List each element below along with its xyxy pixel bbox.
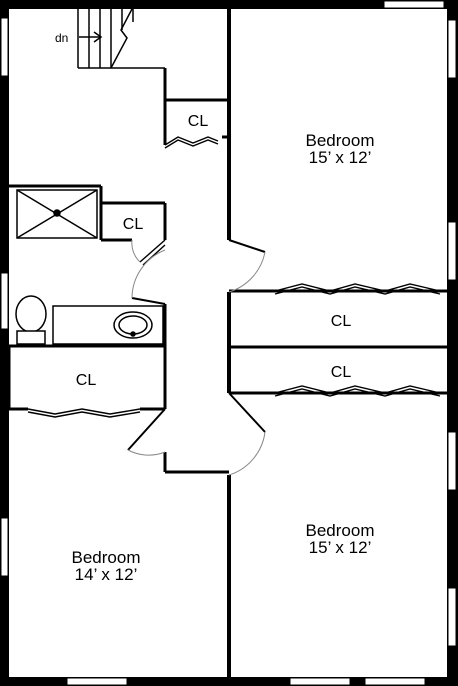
stairs bbox=[77, 8, 165, 69]
stair-direction-label: dn bbox=[55, 31, 68, 45]
room-dims-top-right: 15’ x 12’ bbox=[309, 148, 372, 167]
room-name-bottom-right: Bedroom bbox=[306, 521, 375, 540]
interior-walls bbox=[7, 9, 447, 677]
closet-label-right-lower: CL bbox=[331, 364, 352, 381]
toilet bbox=[15, 295, 47, 333]
room-name-top-right: Bedroom bbox=[306, 131, 375, 150]
closet-label-left-middle: CL bbox=[76, 372, 97, 389]
room-name-bottom-left: Bedroom bbox=[72, 548, 141, 567]
closet-doors bbox=[27, 136, 441, 418]
closet-label-right-upper: CL bbox=[331, 313, 352, 330]
bathroom-fixtures bbox=[15, 189, 164, 345]
room-dims-bottom-left: 14’ x 12’ bbox=[75, 565, 138, 584]
closet-label-hall: CL bbox=[188, 113, 209, 130]
closet-label-bath: CL bbox=[123, 216, 144, 233]
room-dims-bottom-right: 15’ x 12’ bbox=[309, 538, 372, 557]
door-swings bbox=[127, 239, 266, 476]
